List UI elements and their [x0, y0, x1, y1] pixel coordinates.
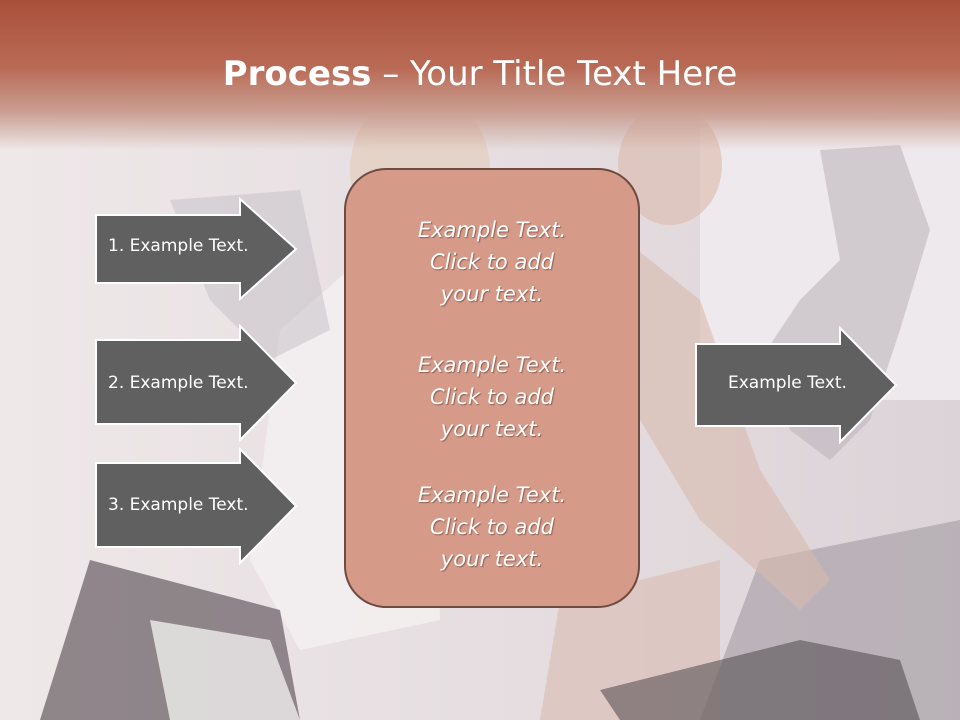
slide-title[interactable]: Process – Your Title Text Here: [0, 52, 960, 96]
title-rest: – Your Title Text Here: [371, 54, 738, 94]
box-paragraph-2: Example Text. Click to add your text.: [346, 349, 638, 445]
arrow-shape-icon: [95, 197, 298, 301]
box-paragraph-1: Example Text. Click to add your text.: [346, 214, 638, 310]
left-arrow-1[interactable]: 1. Example Text.: [94, 197, 300, 301]
right-arrow[interactable]: Example Text.: [694, 326, 900, 444]
left-arrow-label: 3. Example Text.: [108, 495, 249, 515]
box-line: Example Text.: [417, 353, 567, 377]
arrow-shape-icon: [95, 324, 298, 442]
left-arrow-label: 1. Example Text.: [108, 236, 249, 256]
box-paragraph-3: Example Text. Click to add your text.: [346, 479, 638, 575]
left-arrow-label: 2. Example Text.: [108, 373, 249, 393]
arrow-shape-icon: [695, 326, 898, 444]
box-line: Example Text.: [417, 483, 567, 507]
box-line: your text.: [440, 282, 544, 306]
left-arrow-2[interactable]: 2. Example Text.: [94, 324, 300, 442]
box-line: Click to add: [429, 385, 554, 409]
box-line: Click to add: [429, 515, 554, 539]
center-text-box[interactable]: Example Text. Click to add your text. Ex…: [344, 168, 640, 608]
arrow-shape-icon: [95, 447, 298, 565]
box-line: Click to add: [429, 250, 554, 274]
right-arrow-label: Example Text.: [728, 373, 847, 393]
left-arrow-3[interactable]: 3. Example Text.: [94, 447, 300, 565]
box-line: your text.: [440, 547, 544, 571]
title-bold: Process: [222, 54, 372, 94]
box-line: Example Text.: [417, 218, 567, 242]
title-band: [0, 0, 960, 150]
box-line: your text.: [440, 417, 544, 441]
